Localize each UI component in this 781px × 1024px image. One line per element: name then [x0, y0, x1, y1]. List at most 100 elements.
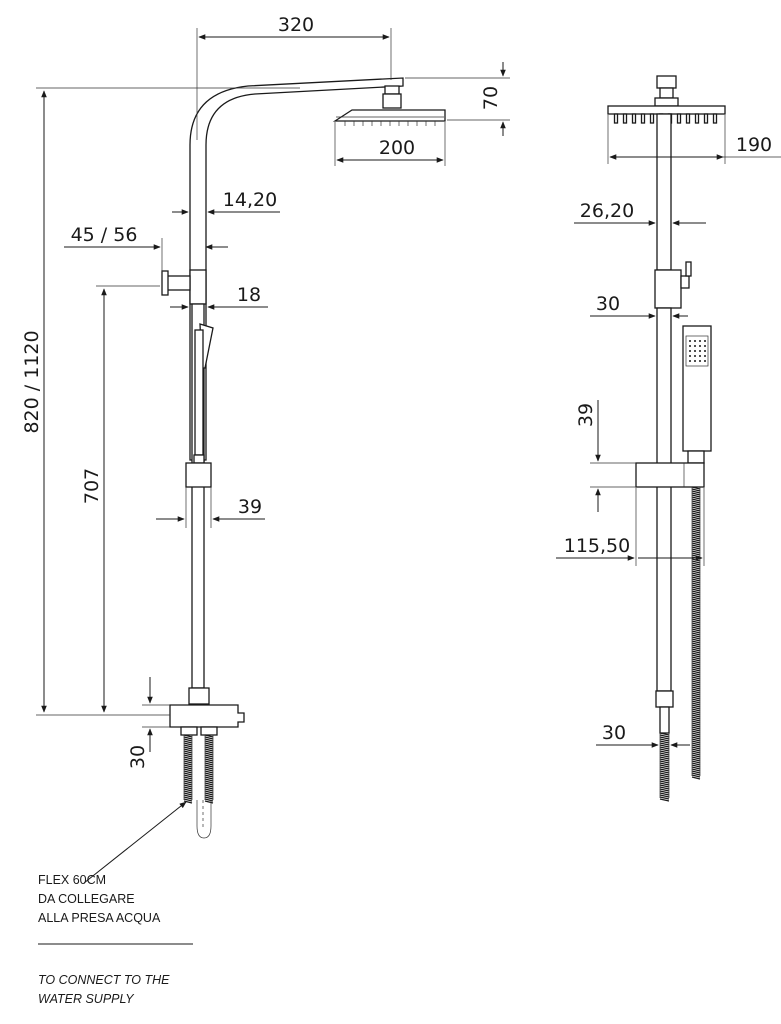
hose-coil	[204, 782, 214, 788]
hose-coil	[691, 750, 701, 756]
dim-45-56-label: 45 / 56	[71, 224, 138, 246]
hose-coil	[183, 798, 193, 804]
hose-coil	[204, 786, 214, 792]
hose-coil	[691, 626, 701, 632]
hose-coil	[691, 530, 701, 536]
dim-200-label: 200	[379, 137, 415, 159]
spray-hole	[704, 355, 706, 357]
hose-coil	[204, 746, 214, 752]
hose-coil	[183, 778, 193, 784]
hose-coil	[183, 782, 193, 788]
hose-coil	[691, 494, 701, 500]
hose-coil	[691, 562, 701, 568]
spray-hole	[694, 340, 696, 342]
spray-hole	[699, 345, 701, 347]
hose-coil	[691, 602, 701, 608]
spray-hole	[704, 340, 706, 342]
shower-arm	[189, 77, 404, 461]
hose-coil	[691, 558, 701, 564]
dim-base-height: 30	[127, 677, 170, 769]
side-riser	[656, 113, 672, 271]
hose-coil	[204, 766, 214, 772]
hose-coil	[691, 522, 701, 528]
spray-hole	[694, 345, 696, 347]
hose-coil	[183, 794, 193, 800]
nozzle	[640, 113, 646, 124]
hose-coil	[659, 740, 670, 746]
hose-coil	[691, 766, 701, 772]
dim-head-width: 200	[334, 122, 446, 166]
dim-30-side-base-label: 30	[602, 722, 626, 744]
hose-coil	[659, 736, 670, 742]
hose-coil	[204, 794, 214, 800]
hose-coil	[204, 790, 214, 796]
hose-coil	[691, 546, 701, 552]
hose-coil	[691, 518, 701, 524]
dim-head-drop: 70	[405, 62, 510, 136]
hose-coil	[659, 752, 670, 758]
hose-coil	[659, 780, 670, 786]
hose-coil	[204, 734, 214, 740]
hose-coil	[691, 702, 701, 708]
side-head-connector	[654, 75, 679, 107]
hose-coil	[691, 538, 701, 544]
hose-coil	[691, 606, 701, 612]
hose-coil	[183, 742, 193, 748]
spray-hole	[694, 350, 696, 352]
spray-hole	[699, 360, 701, 362]
side-view: 190 26,20 30 39 115,50	[556, 75, 781, 802]
dim-arm-length: 320	[196, 14, 392, 140]
hose-coil	[691, 502, 701, 508]
dim-320-label: 320	[278, 14, 314, 36]
hose-coil	[691, 646, 701, 652]
hose-coil	[204, 770, 214, 776]
nozzle	[694, 113, 700, 124]
dim-tube-diameter: 14,20	[172, 189, 280, 215]
hose-coil	[183, 766, 193, 772]
dim-115-50-label: 115,50	[564, 535, 630, 557]
hose-coil	[691, 514, 701, 520]
diverter-handle	[161, 269, 207, 305]
dim-handle-reach: 45 / 56	[64, 224, 228, 272]
hose-coil	[659, 796, 670, 802]
spray-hole	[689, 360, 691, 362]
hose-coil	[659, 772, 670, 778]
hose-coil	[183, 754, 193, 760]
hose-coil	[691, 658, 701, 664]
head-nozzles	[344, 121, 436, 126]
hose-coil	[691, 622, 701, 628]
hose-coil	[691, 574, 701, 580]
hose-coil	[691, 598, 701, 604]
hose-coil	[691, 662, 701, 668]
dim-14-20-label: 14,20	[223, 189, 277, 211]
dim-39-side-label: 39	[575, 403, 597, 427]
slider-block	[185, 462, 212, 488]
side-flex-hose	[691, 486, 701, 780]
nozzle	[649, 113, 655, 124]
hose-coil	[691, 654, 701, 660]
wall-connection	[169, 687, 245, 736]
hose-coil	[691, 690, 701, 696]
hose-coil	[691, 594, 701, 600]
side-hand-shower	[682, 325, 712, 464]
side-lower-tube	[656, 307, 672, 692]
hose-coil	[691, 550, 701, 556]
hose-coil	[204, 738, 214, 744]
hose-coil	[691, 710, 701, 716]
connection-note: FLEX 60CM DA COLLEGARE ALLA PRESA ACQUA …	[38, 873, 193, 1006]
hose-coil	[691, 566, 701, 572]
hose-coil	[691, 578, 701, 584]
hose-coil	[691, 582, 701, 588]
hose-coil	[691, 686, 701, 692]
note-it-line2: DA COLLEGARE	[38, 892, 135, 906]
spray-hole	[704, 350, 706, 352]
hose-coil	[691, 722, 701, 728]
hose-coil	[691, 610, 701, 616]
hose-coil	[204, 762, 214, 768]
spray-hole	[699, 340, 701, 342]
hose-coil	[691, 534, 701, 540]
hose-coil	[204, 774, 214, 780]
dim-30-front-label: 30	[127, 745, 149, 769]
hose-coil	[691, 682, 701, 688]
hose-coil	[691, 590, 701, 596]
